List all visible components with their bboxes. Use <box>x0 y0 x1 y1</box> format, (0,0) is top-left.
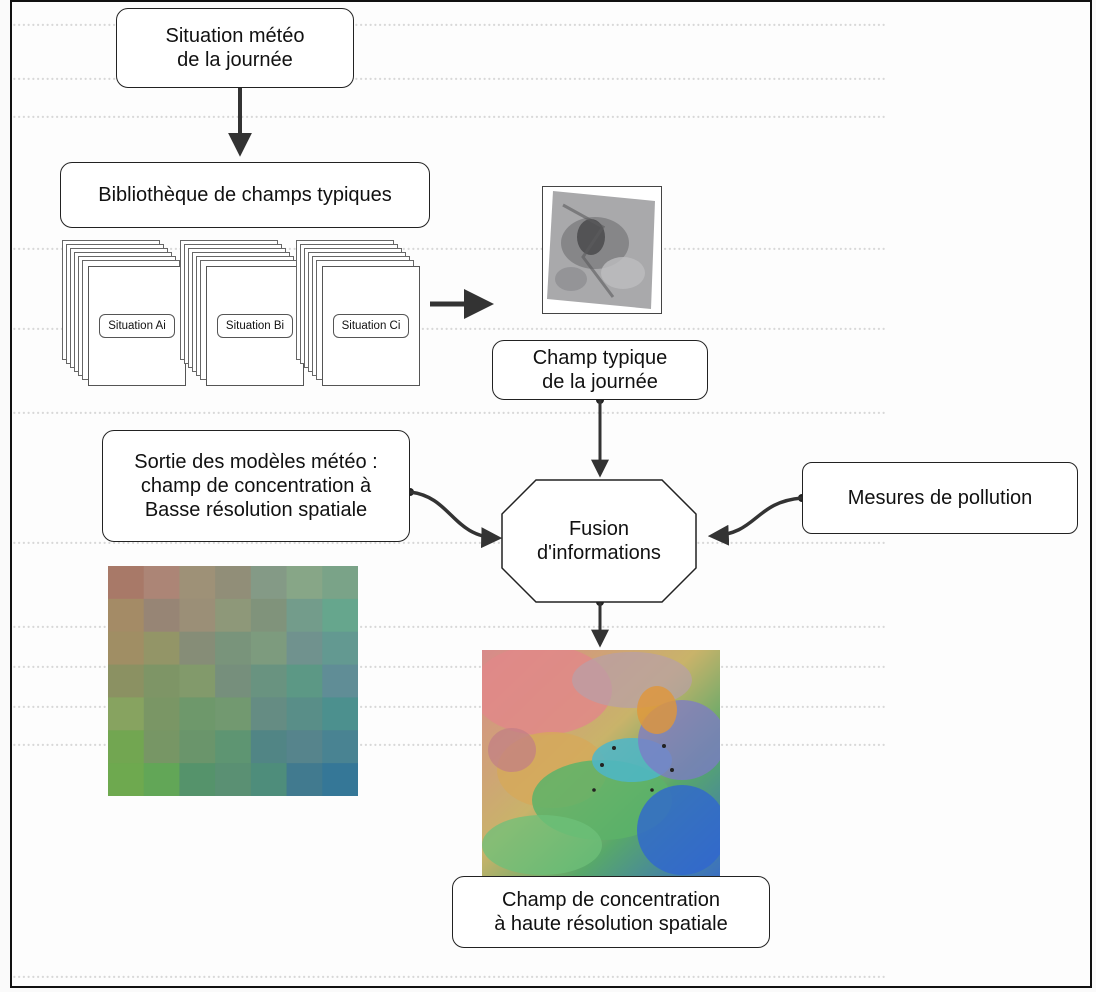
low-resolution-field-image <box>108 566 358 796</box>
background-text-line: ........................................… <box>12 102 886 123</box>
node-sortie-modeles: Sortie des modèles météo : champ de conc… <box>102 430 410 542</box>
node-mesures-pollution: Mesures de pollution <box>802 462 1078 534</box>
typical-field-image <box>542 186 662 314</box>
high-resolution-field-image <box>482 650 720 876</box>
background-text-line: ........................................… <box>12 398 886 419</box>
situation-a-label: Situation Ai <box>99 314 175 338</box>
figure-frame: ........................................… <box>10 0 1092 988</box>
node-fusion: Fusion d'informations <box>537 518 661 564</box>
node-bibliotheque: Bibliothèque de champs typiques <box>60 162 430 228</box>
situation-c-label: Situation Ci <box>332 314 410 338</box>
arrow-measures-to-fusion <box>707 496 803 546</box>
fusion-octagon <box>501 479 697 603</box>
stack-situation-a: Situation Ai <box>62 240 192 390</box>
background-text-line: ........................................… <box>12 962 886 983</box>
node-champ-typique: Champ typique de la journée <box>492 340 708 400</box>
arrow-models-to-fusion <box>409 490 503 549</box>
node-champ-haute-resolution: Champ de concentration à haute résolutio… <box>452 876 770 948</box>
node-situation-meteo: Situation météo de la journée <box>116 8 354 88</box>
stack-situation-c: Situation Ci <box>296 240 426 390</box>
situation-b-label: Situation Bi <box>216 314 294 338</box>
stack-situation-b: Situation Bi <box>180 240 310 390</box>
